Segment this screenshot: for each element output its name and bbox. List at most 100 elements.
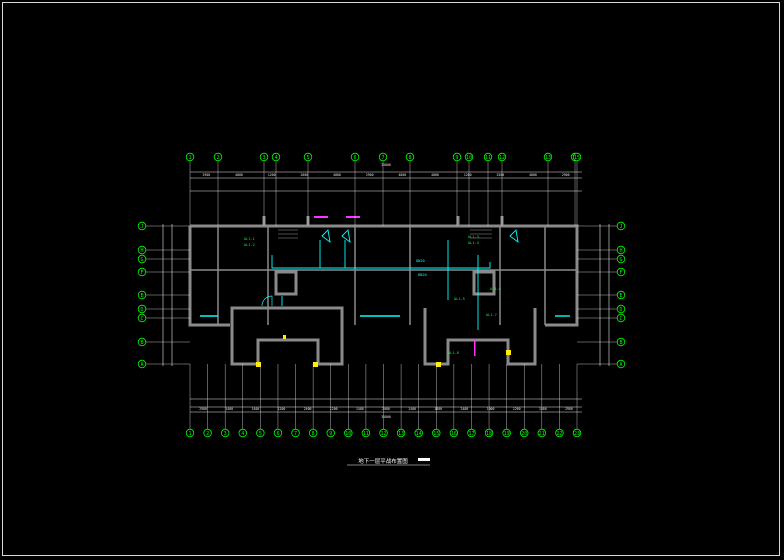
bottom-dimension-text: 1200	[278, 407, 286, 411]
bottom-dimension-text: 1400	[408, 407, 416, 411]
bottom-axis-bubble	[256, 428, 265, 438]
left-axis-bubble-label: J	[140, 224, 143, 230]
bottom-axis-bubble	[555, 428, 564, 438]
right-axis-bubble	[616, 290, 626, 300]
left-axis-bubble	[137, 304, 147, 314]
left-axis-bubble	[137, 290, 147, 300]
bottom-axis-bubble	[449, 428, 459, 438]
circuit-annotation: AL1-3	[468, 235, 479, 239]
top-axis-bubble	[185, 152, 195, 162]
bottom-axis-bubble-label: 13	[398, 431, 404, 437]
bottom-axis-bubble-label: 8	[312, 431, 315, 437]
bottom-axis-bubble-label: 1	[188, 431, 191, 437]
right-axis-bubble	[616, 267, 626, 277]
left-axis-bubble	[137, 245, 147, 255]
bottom-dimension-text: 1400	[251, 407, 259, 411]
top-dimension-text: 4800	[235, 173, 243, 177]
bottom-axis-bubble-label: 3	[224, 431, 227, 437]
right-axis-bubble	[616, 313, 626, 323]
title-scale-bar	[418, 458, 430, 461]
top-axis-bubble-label: 6	[353, 155, 356, 161]
right-axis-bubble-label: A	[619, 362, 622, 368]
top-dimension-text: 4800	[333, 173, 341, 177]
left-axis-bubble	[137, 359, 147, 369]
top-axis-bubble	[213, 152, 223, 162]
bottom-dimension-text: 2400	[461, 407, 469, 411]
top-dimension-text: 4800	[431, 173, 439, 177]
bottom-axis-bubble-label: 18	[486, 431, 492, 437]
top-axis-bubble-label: 11	[485, 155, 491, 161]
bottom-axis-bubble	[238, 428, 247, 438]
top-axis-bubble	[259, 152, 269, 162]
bottom-axis-bubble	[432, 428, 441, 438]
top-axis-bubble	[572, 152, 582, 162]
bottom-axis-bubble-label: 11	[363, 431, 369, 437]
right-axis-bubble	[616, 304, 626, 314]
bottom-axis-bubble-label: 5	[259, 431, 262, 437]
top-dimension-text: 1200	[464, 173, 472, 177]
bottom-total-dimension: 35800	[381, 415, 391, 419]
bottom-dimension-text: 2400	[304, 407, 312, 411]
bottom-axis-bubble-label: 2	[206, 431, 209, 437]
left-axis-bubble	[137, 267, 147, 277]
bottom-axis-bubble	[291, 428, 300, 438]
bottom-axis-bubble	[326, 428, 335, 438]
circuit-annotation: AL1-5	[454, 297, 465, 301]
top-axis-bubble	[483, 152, 493, 162]
left-axis-bubble-label: E	[140, 293, 143, 299]
bottom-axis-bubble	[467, 428, 476, 438]
right-axis-bubble-label: J	[619, 224, 622, 230]
bottom-axis-bubble	[203, 428, 212, 438]
bottom-axis-bubble-label: 6	[276, 431, 279, 437]
circuit-annotation: AL1-6	[490, 287, 501, 291]
top-axis-bubble-label: 5	[306, 155, 309, 161]
bottom-axis-bubble-label: 9	[329, 431, 332, 437]
right-axis-bubble	[616, 337, 626, 347]
circuit-annotation: AL1-1	[244, 237, 255, 241]
bottom-axis-bubble-label: 10	[345, 431, 351, 437]
bottom-axis-bubble	[572, 428, 582, 438]
bottom-axis-bubble	[185, 428, 195, 438]
right-axis-bubble	[616, 359, 626, 369]
door-arc	[261, 295, 273, 307]
bottom-axis-bubble	[484, 428, 494, 438]
bottom-axis-bubble-label: 20	[521, 431, 527, 437]
circuit-annotation: AL1-7	[486, 313, 497, 317]
top-axis-bubble-label: 4	[274, 155, 277, 161]
bottom-axis-bubble	[361, 428, 371, 438]
top-dimension-text: 2900	[366, 173, 374, 177]
bottom-axis-bubble-label: 12	[380, 431, 386, 437]
top-axis-bubble-label: 12	[499, 155, 505, 161]
pipe-network	[200, 229, 570, 330]
left-axis-bubble	[137, 337, 147, 347]
top-axis-bubble	[271, 152, 281, 162]
terminal-boxes	[256, 335, 511, 367]
bottom-dimension-text: 2900	[199, 407, 207, 411]
top-axis-bubble-label: 13	[545, 155, 551, 161]
top-axis-bubble-label: 9	[455, 155, 458, 161]
top-axis-bubble-label: 1	[188, 155, 191, 161]
left-axis-bubble	[137, 254, 147, 264]
left-axis-bubble-label: C	[140, 316, 143, 322]
top-total-dimension: 35800	[381, 163, 391, 167]
right-axis-bubble	[616, 221, 626, 231]
left-axis-bubble-label: D	[140, 307, 143, 313]
left-axis-bubble-label: B	[140, 340, 143, 346]
bottom-axis-bubble-label: 15	[433, 431, 439, 437]
right-axis-bubble	[616, 254, 626, 264]
bottom-axis-bubble-label: 23	[574, 431, 580, 437]
bottom-axis-bubble-label: 4	[241, 431, 244, 437]
circuit-annotation: AL1-2	[244, 243, 255, 247]
bottom-axis-bubble-label: 19	[504, 431, 510, 437]
bottom-axis-bubble-label: 21	[539, 431, 545, 437]
top-axis-bubble	[452, 152, 462, 162]
right-axis-bubble-label: G	[619, 257, 622, 263]
bottom-axis-bubble-label: 14	[416, 431, 422, 437]
